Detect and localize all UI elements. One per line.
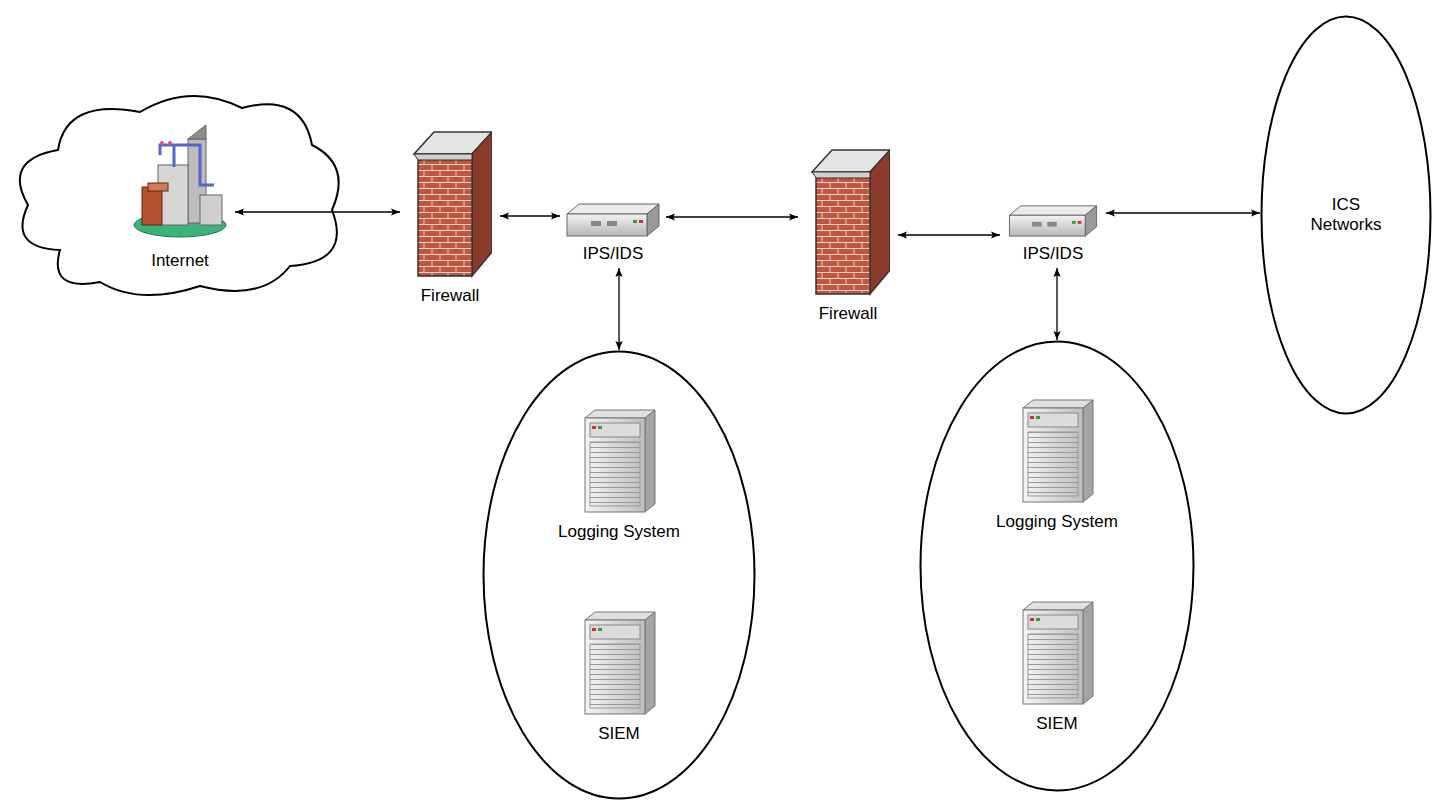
connector-arrow: [235, 211, 400, 212]
ips-ids-device: [1005, 202, 1101, 238]
node-label: Logging System: [996, 512, 1118, 532]
node-label: SIEM: [1036, 714, 1078, 734]
server-icon: [581, 610, 657, 716]
internet-node: Internet: [125, 125, 235, 285]
node-label: SIEM: [598, 724, 640, 744]
connector-arrow: [898, 234, 1000, 235]
node-label: Internet: [151, 251, 209, 271]
node-label: Firewall: [819, 304, 878, 324]
server-icon: [1019, 600, 1095, 706]
ellipse-zone: ICS Networks: [1260, 15, 1432, 415]
node-label: IPS/IDS: [1023, 244, 1083, 264]
firewall-icon: [806, 146, 890, 298]
text-holder: ICS Networks: [1260, 15, 1432, 415]
firewall-icon: [408, 128, 492, 280]
server-node: Logging System: [962, 398, 1152, 538]
connector-arrow: [618, 268, 619, 350]
firewall-node: Firewall: [798, 146, 898, 326]
ips-ids-device: [565, 200, 661, 238]
ips-node: IPS/IDS: [1000, 202, 1106, 268]
node-label: IPS/IDS: [583, 244, 643, 264]
node-label: Logging System: [558, 522, 680, 542]
server-node: SIEM: [524, 610, 714, 750]
internet-icon: [130, 125, 230, 243]
ellipse-zone: Logging SystemSIEM: [482, 350, 756, 800]
ellipse-shape: [921, 342, 1194, 791]
firewall-node: Firewall: [400, 128, 500, 308]
node-label: Firewall: [421, 286, 480, 306]
zone-label: ICS Networks: [1301, 195, 1391, 236]
ips-node: IPS/IDS: [560, 200, 666, 268]
connector-arrow: [666, 216, 798, 217]
server-node: SIEM: [962, 600, 1152, 740]
ellipse-shape: [1262, 17, 1431, 414]
internet-cloud: [20, 96, 339, 295]
connector-arrow: [1056, 268, 1057, 340]
ellipse-zone: Logging SystemSIEM: [919, 340, 1195, 792]
connector-arrow: [500, 215, 560, 216]
connector-arrow: [1106, 212, 1260, 213]
server-icon: [1019, 398, 1095, 504]
server-node: Logging System: [524, 408, 714, 548]
ellipse-shape: [484, 352, 755, 799]
server-icon: [581, 408, 657, 514]
